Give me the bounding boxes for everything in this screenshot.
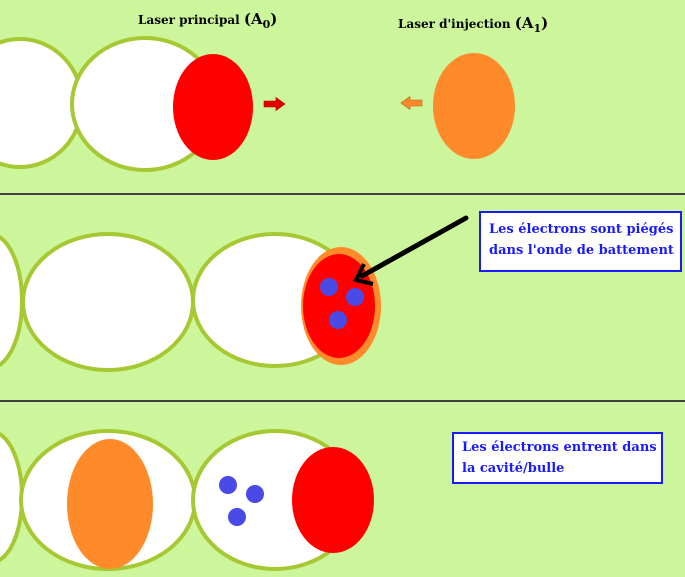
- main-laser-subscript: 0: [263, 18, 271, 31]
- electron: [219, 476, 237, 494]
- main-laser-label-text: Laser principal: [138, 13, 240, 27]
- electrons-trapped-callout: Les électrons sont piégés dans l'onde de…: [479, 211, 682, 272]
- electron: [329, 311, 347, 329]
- callout-1-line-1: Les électrons sont piégés: [489, 219, 672, 240]
- main-laser-symbol: A: [251, 10, 263, 28]
- electron: [320, 278, 338, 296]
- injection-laser-symbol: A: [522, 14, 534, 32]
- injection-laser-label-text: Laser d'injection: [398, 17, 511, 31]
- injection-laser-subscript: 1: [534, 22, 542, 35]
- callout-2-line-1: Les électrons entrent dans: [462, 437, 653, 458]
- main-laser-pulse-3: [292, 447, 374, 553]
- injection-laser-pulse-1: [433, 53, 515, 159]
- callout-2-line-2: la cavité/bulle: [462, 458, 653, 479]
- electrons-enter-callout: Les électrons entrent dans la cavité/bul…: [452, 432, 663, 484]
- electron: [346, 288, 364, 306]
- main-laser-pulse-2: [303, 254, 375, 358]
- injection-laser-label: Laser d'injection (A1): [398, 14, 548, 35]
- callout-1-line-2: dans l'onde de battement: [489, 240, 672, 261]
- electron: [246, 485, 264, 503]
- bubble-2b: [23, 234, 193, 370]
- main-laser-label: Laser principal (A0): [138, 10, 277, 31]
- injection-laser-pulse-3: [67, 439, 153, 569]
- electron: [228, 508, 246, 526]
- main-laser-pulse-1: [173, 54, 253, 160]
